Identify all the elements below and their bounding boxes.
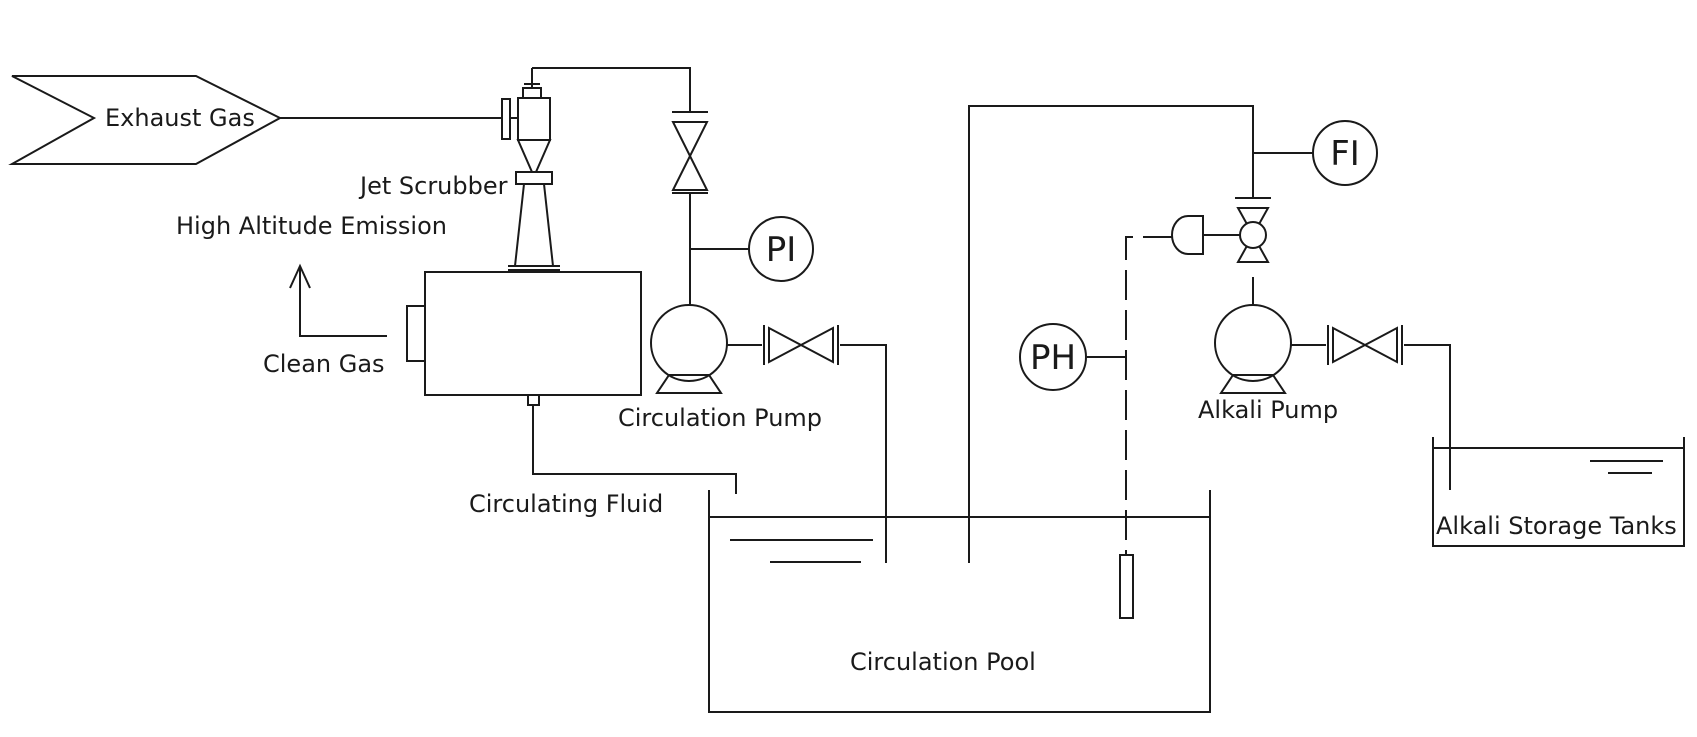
circulating-fluid-label: Circulating Fluid <box>469 490 663 518</box>
separator-tank <box>406 271 737 494</box>
jet-scrubber: Jet Scrubber <box>358 68 560 271</box>
exhaust-gas-label: Exhaust Gas <box>105 104 255 132</box>
circulation-pool: Circulation Pool <box>708 490 1211 713</box>
circulation-pool-label: Circulation Pool <box>850 648 1036 676</box>
alkali-storage-tanks-label: Alkali Storage Tanks <box>1436 512 1677 540</box>
pressure-indicator: PI <box>748 216 814 282</box>
ph-analyzer: PH <box>1019 323 1087 391</box>
high-altitude-emission-label: High Altitude Emission <box>176 212 447 240</box>
alkali-storage-tank: Alkali Storage Tanks <box>1432 437 1685 547</box>
fi-label: FI <box>1330 134 1360 174</box>
clean-gas-label: Clean Gas <box>263 350 385 378</box>
alkali-pump-label: Alkali Pump <box>1198 396 1338 424</box>
alkali-dosing-line <box>968 105 1316 563</box>
ph-control-loop <box>1087 236 1173 619</box>
recirculation-line <box>532 67 750 305</box>
alkali-pump: Alkali Pump <box>1198 304 1451 490</box>
ph-label: PH <box>1030 338 1076 378</box>
jet-scrubber-label: Jet Scrubber <box>358 172 508 200</box>
circulation-pump: Circulation Pump <box>618 304 887 563</box>
clean-gas-outlet: High Altitude Emission Clean Gas Circula… <box>176 212 663 518</box>
exhaust-gas-inlet: Exhaust Gas <box>8 75 502 165</box>
pi-label: PI <box>766 230 797 270</box>
circulation-pump-label: Circulation Pump <box>618 404 822 432</box>
flow-indicator: FI <box>1312 120 1378 186</box>
